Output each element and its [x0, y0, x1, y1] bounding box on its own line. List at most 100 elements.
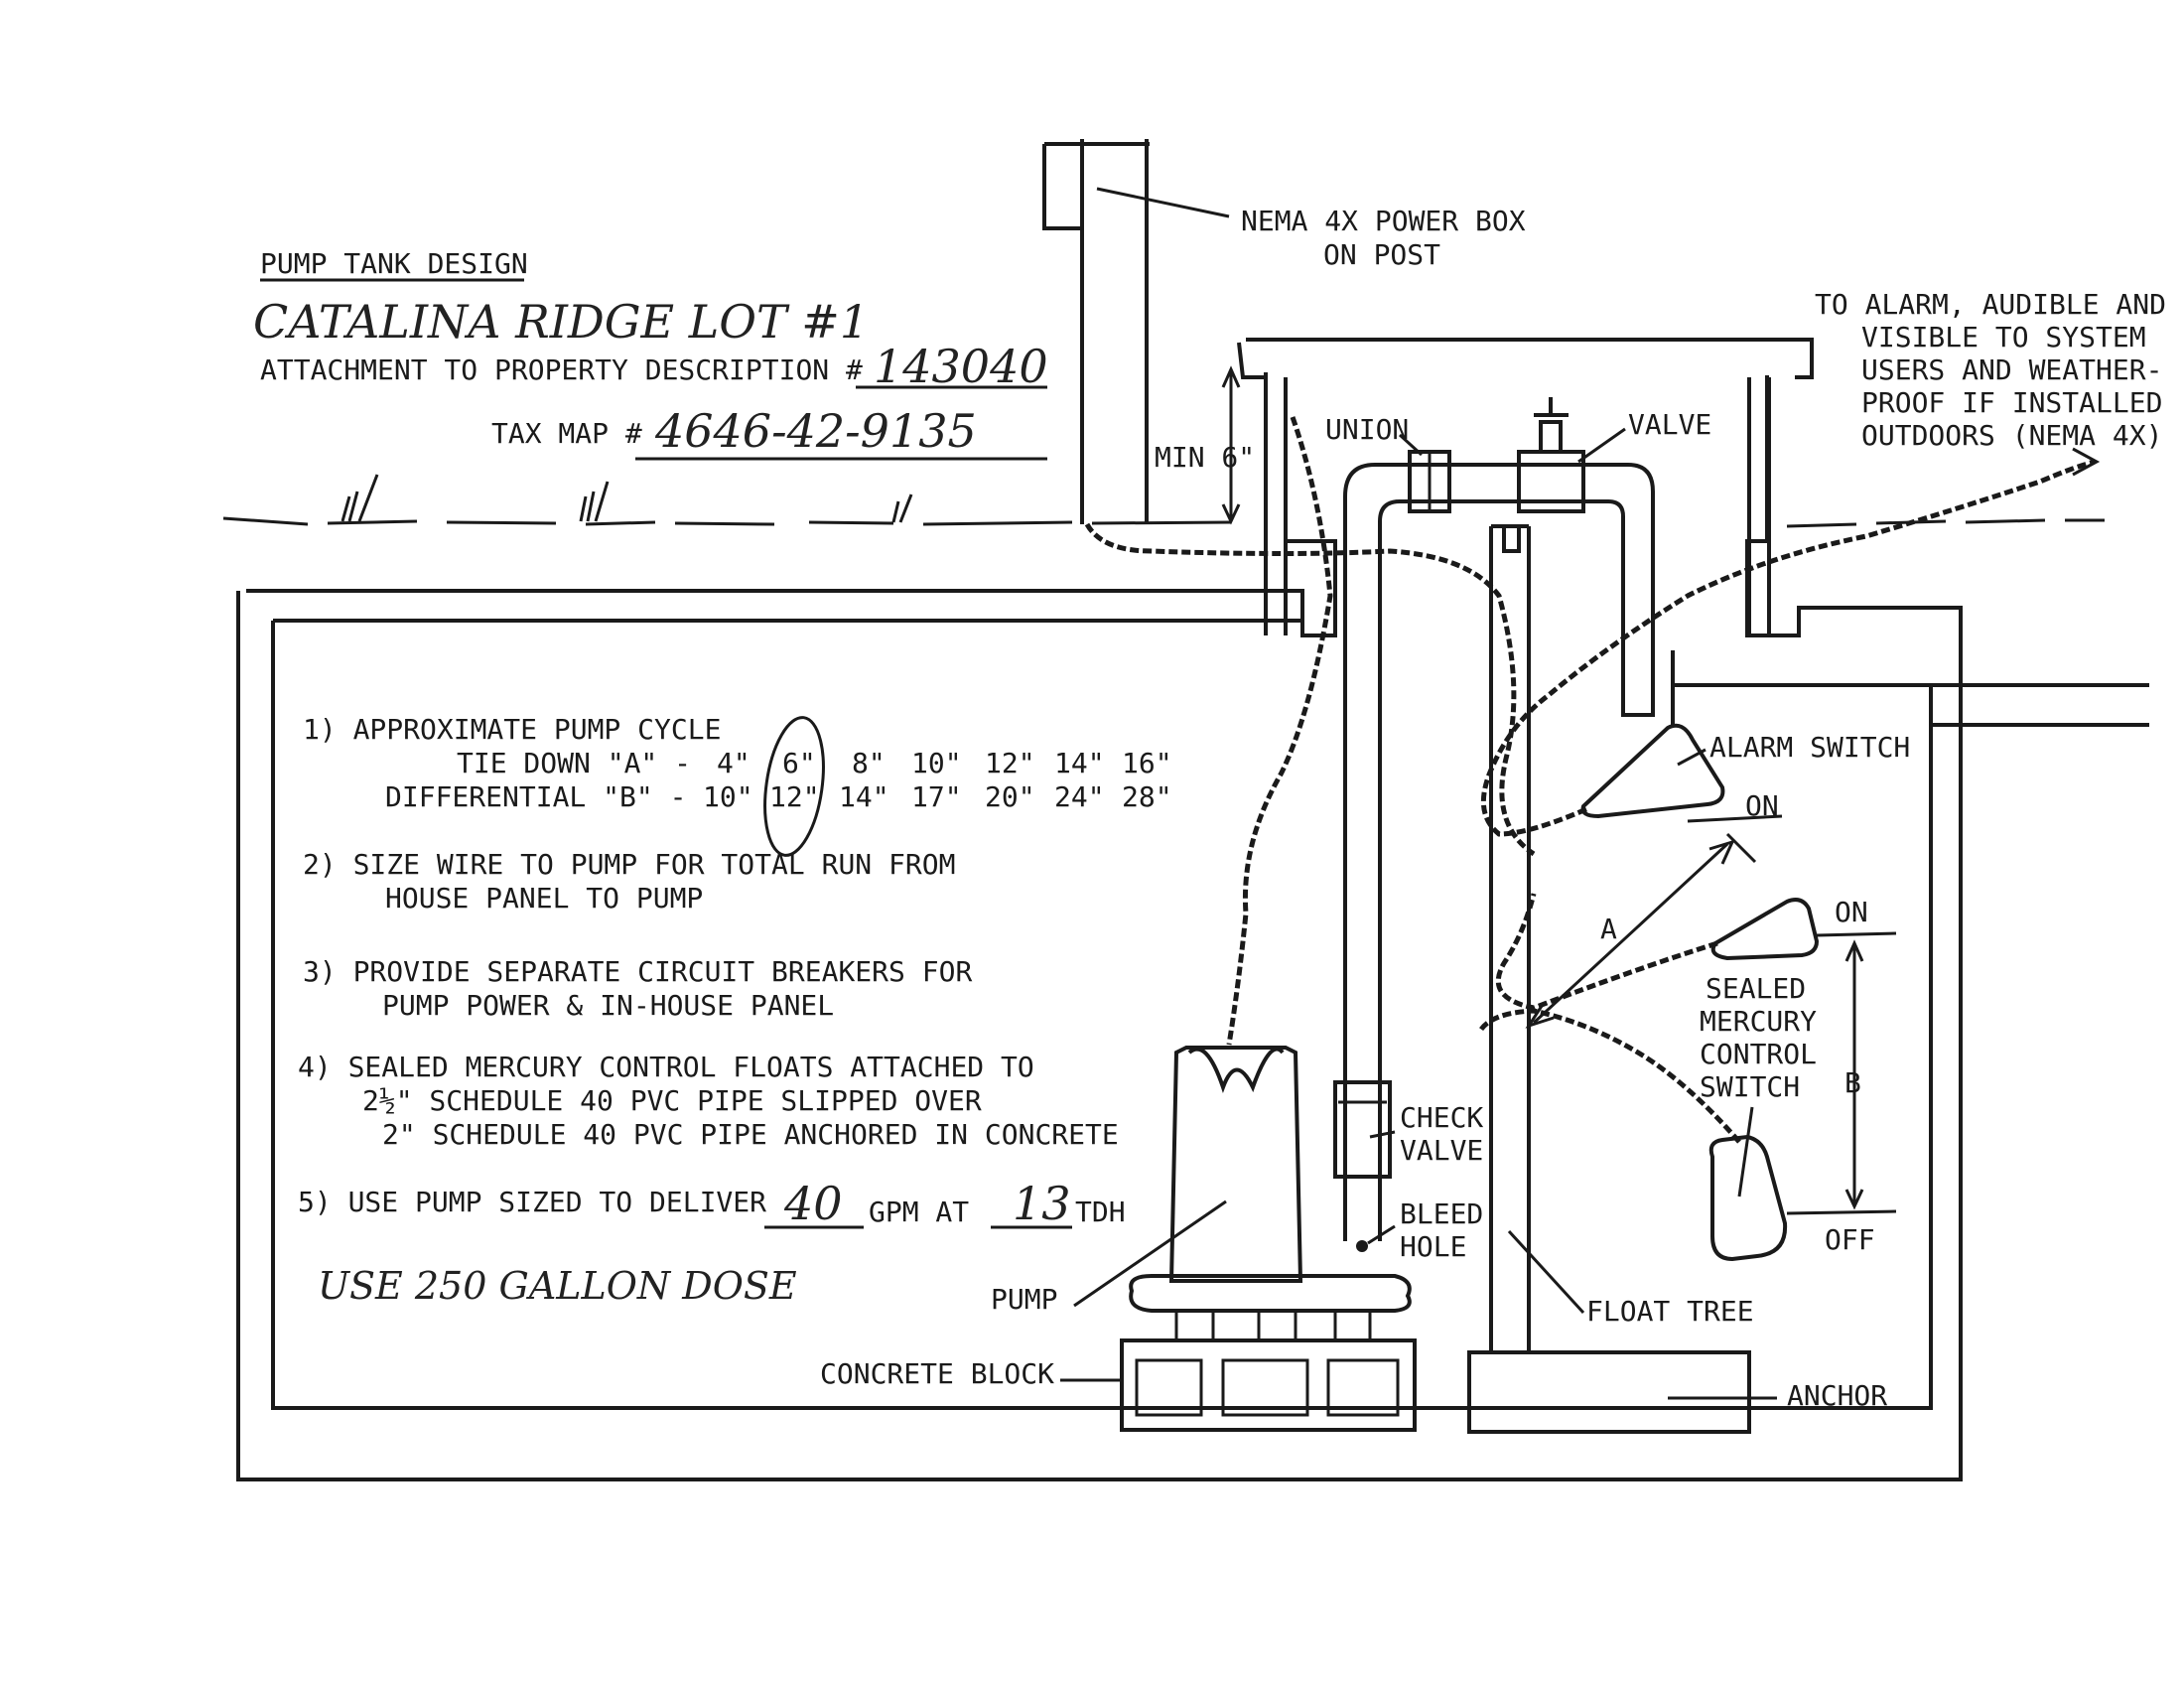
- riser-left-wall: [1264, 372, 1288, 635]
- valve-leader: [1577, 427, 1626, 464]
- dose-note: USE 250 GALLON DOSE: [318, 1264, 797, 1308]
- note-5-tdh-value: 13: [1013, 1177, 1071, 1230]
- check-valve-label-2: VALVE: [1400, 1134, 1483, 1167]
- sealed-switch-leader: [1737, 1106, 1754, 1197]
- control-float-cable-upper: [1495, 893, 1718, 1011]
- on-level-mark-1: [1687, 814, 1783, 823]
- bleed-hole-leader: [1367, 1224, 1396, 1245]
- on-label-2: ON: [1835, 896, 1868, 928]
- differential-value: 17": [911, 780, 962, 813]
- off-level-mark: [1786, 1209, 1897, 1215]
- pump-handle: [1187, 1047, 1285, 1093]
- note-3-line-1: 3) PROVIDE SEPARATE CIRCUIT BREAKERS FOR: [303, 955, 972, 988]
- dimension-a-tick: [1725, 832, 1757, 864]
- union-label: UNION: [1325, 413, 1409, 446]
- concrete-block: [1120, 1338, 1417, 1432]
- concrete-block-cell-2: [1221, 1358, 1309, 1417]
- tie-down-value: 8": [852, 747, 886, 779]
- alarm-float-cable: [1480, 459, 2096, 837]
- note-2-line-1: 2) SIZE WIRE TO PUMP FOR TOTAL RUN FROM: [303, 848, 955, 881]
- riser-lid: [1237, 342, 1814, 379]
- differential-value: 24": [1054, 780, 1105, 813]
- check-valve-label-1: CHECK: [1400, 1101, 1483, 1134]
- tie-down-value: 10": [911, 747, 962, 779]
- tie-down-value: 16": [1122, 747, 1172, 779]
- note-1-row1-label: TIE DOWN "A" -: [457, 747, 691, 779]
- sealed-switch-label-3: CONTROL: [1700, 1038, 1817, 1070]
- concrete-block-cell-1: [1135, 1358, 1203, 1417]
- alarm-note-line-5: OUTDOORS (NEMA 4X): [1861, 419, 2162, 452]
- riser-right-wall: [1747, 377, 1771, 635]
- alarm-switch-leader: [1677, 748, 1706, 767]
- pump-leader: [1073, 1199, 1227, 1308]
- note-1-row2-label: DIFFERENTIAL "B" -: [385, 780, 686, 813]
- sealed-switch-label-1: SEALED: [1706, 972, 1806, 1005]
- float-tree-leader: [1507, 1229, 1585, 1315]
- drawing-title: PUMP TANK DESIGN: [260, 247, 528, 280]
- check-valve-leader: [1369, 1130, 1396, 1139]
- ground-line: [222, 516, 1232, 526]
- alarm-note-line-3: USERS AND WEATHER-: [1861, 353, 2162, 386]
- on-level-mark-2: [1816, 931, 1897, 937]
- dimension-a-label: A: [1600, 913, 1617, 945]
- bleed-hole-label-2: HOLE: [1400, 1230, 1466, 1263]
- min6-arrows: [1221, 365, 1241, 525]
- pump-legs: [1174, 1311, 1372, 1340]
- note-4-line-2: 2½" SCHEDULE 40 PVC PIPE SLIPPED OVER: [362, 1084, 982, 1117]
- selected-cycle-circle: [763, 716, 825, 857]
- tank-outer-wall: [236, 338, 1963, 1481]
- alarm-cable-arrow: [2072, 447, 2101, 477]
- grass-tuft-2: [579, 481, 610, 522]
- bleed-hole: [1356, 1240, 1368, 1252]
- tax-map-label: TAX MAP #: [491, 417, 642, 450]
- check-valve: [1333, 1080, 1392, 1179]
- dimension-a-arrows: [1525, 839, 1735, 1029]
- union-leader: [1398, 433, 1424, 457]
- sealed-switch-label-2: MERCURY: [1700, 1005, 1817, 1038]
- alarm-switch-label: ALARM SWITCH: [1709, 731, 1910, 764]
- concrete-block-cell-3: [1326, 1358, 1400, 1417]
- off-label: OFF: [1825, 1223, 1875, 1256]
- control-float-lower: [1708, 1134, 1788, 1262]
- note-5-tdh-unit: TDH: [1075, 1196, 1126, 1228]
- alarm-note-line-2: VISIBLE TO SYSTEM: [1861, 321, 2146, 353]
- dimension-b-label: B: [1844, 1066, 1861, 1099]
- sealed-switch-label-4: SWITCH: [1700, 1070, 1800, 1103]
- note-5-gpm-unit: GPM AT: [869, 1196, 969, 1228]
- float-tree-cap: [1502, 524, 1521, 553]
- note-1-title: 1) APPROXIMATE PUMP CYCLE: [303, 713, 721, 746]
- grass-tuft-3: [891, 493, 913, 523]
- alarm-float: [1580, 723, 1725, 819]
- note-4-line-1: 4) SEALED MERCURY CONTROL FLOATS ATTACHE…: [298, 1051, 1034, 1083]
- tie-down-value: 6": [782, 747, 816, 779]
- note-1-row2-values: 10" 12" 14" 17" 20" 24" 28": [703, 780, 1172, 813]
- tax-map-number: 4646-42-9135: [654, 404, 977, 458]
- attachment-number: 143040: [874, 340, 1048, 393]
- tie-down-value: 12": [985, 747, 1035, 779]
- pump-base: [1129, 1274, 1412, 1313]
- alarm-note-line-4: PROOF IF INSTALLED: [1861, 386, 2162, 419]
- control-float-upper: [1710, 898, 1820, 961]
- differential-value: 14": [839, 780, 889, 813]
- tie-down-value: 4": [717, 747, 751, 779]
- power-box-leader: [1096, 187, 1230, 218]
- note-3-line-2: PUMP POWER & IN-HOUSE PANEL: [382, 989, 834, 1022]
- power-post: [1042, 139, 1150, 524]
- differential-value: 20": [985, 780, 1035, 813]
- dimension-a-line: [1532, 842, 1729, 1025]
- differential-value: 12": [769, 780, 820, 813]
- concrete-block-label: CONCRETE BLOCK: [820, 1357, 1054, 1390]
- discharge-pipe: [1343, 463, 1655, 1241]
- pump-power-cable: [1226, 416, 1333, 1046]
- gate-valve: [1517, 450, 1585, 513]
- valve-stem-handle: [1534, 397, 1569, 452]
- ground-line-right: [1786, 518, 2105, 528]
- float-tree-pipe: [1489, 524, 1531, 1352]
- note-4-line-3: 2" SCHEDULE 40 PVC PIPE ANCHORED IN CONC…: [382, 1118, 1119, 1151]
- anchor-block: [1467, 1350, 1751, 1434]
- power-box-label-1: NEMA 4X POWER BOX: [1241, 205, 1526, 237]
- outlet-pipe: [1671, 683, 2149, 727]
- differential-value: 10": [703, 780, 753, 813]
- dimension-b-arrows: [1844, 939, 1864, 1210]
